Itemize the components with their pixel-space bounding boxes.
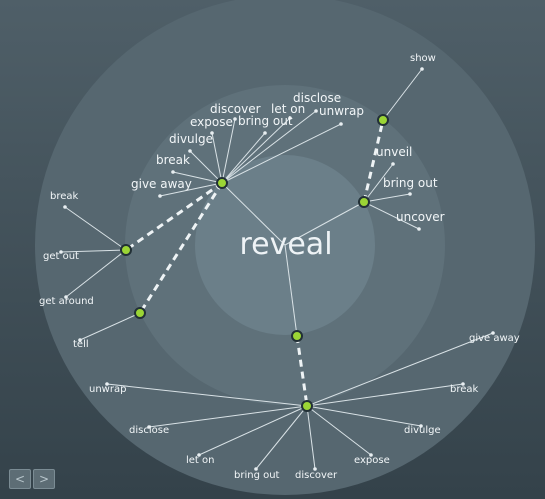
- word-label[interactable]: divulge: [404, 425, 441, 436]
- cluster-top-right-edges: [362, 68, 423, 230]
- node-hub-bottom[interactable]: [301, 400, 313, 412]
- word-label[interactable]: divulge: [169, 132, 213, 146]
- word-label[interactable]: break: [450, 384, 479, 395]
- word-label[interactable]: give away: [131, 177, 192, 191]
- cluster-top-left-edges: [125, 110, 342, 314]
- word-label[interactable]: disclose: [129, 425, 169, 436]
- leaf-dots: [59, 67, 495, 471]
- cluster-bottom-edges: [106, 332, 494, 470]
- word-label[interactable]: let on: [186, 455, 215, 466]
- word-label[interactable]: get around: [39, 296, 94, 307]
- back-button[interactable]: <: [9, 469, 31, 489]
- word-label[interactable]: give away: [469, 333, 520, 344]
- word-label[interactable]: discover: [295, 470, 338, 481]
- word-label[interactable]: bring out: [383, 176, 438, 190]
- cluster-left-edges: [60, 206, 141, 341]
- word-label[interactable]: get out: [43, 251, 79, 262]
- word-label[interactable]: bring out: [234, 470, 280, 481]
- word-label[interactable]: discover: [210, 102, 261, 116]
- center-spokes: [221, 182, 365, 337]
- word-label[interactable]: unwrap: [89, 384, 126, 395]
- node-hub-top-right[interactable]: [377, 114, 389, 126]
- word-label[interactable]: expose: [190, 115, 233, 129]
- word-label[interactable]: unveil: [376, 145, 412, 159]
- forward-button[interactable]: >: [33, 469, 55, 489]
- node-hub-right[interactable]: [358, 196, 370, 208]
- word-label[interactable]: expose: [354, 455, 390, 466]
- word-label[interactable]: uncover: [396, 210, 445, 224]
- word-label[interactable]: unwrap: [319, 104, 364, 118]
- word-label[interactable]: break: [50, 191, 79, 202]
- word-label[interactable]: bring out: [238, 114, 293, 128]
- node-hub-bottom-upper[interactable]: [291, 330, 303, 342]
- node-hub-left-upper[interactable]: [120, 244, 132, 256]
- word-label[interactable]: show: [410, 53, 436, 64]
- word-label[interactable]: break: [156, 153, 190, 167]
- node-hub-left-lower[interactable]: [134, 307, 146, 319]
- word-label[interactable]: let on: [271, 102, 305, 116]
- center-word[interactable]: reveal: [239, 227, 332, 262]
- word-label[interactable]: tell: [73, 339, 89, 350]
- node-hub-top-left[interactable]: [216, 177, 228, 189]
- word-label[interactable]: disclose: [293, 91, 341, 105]
